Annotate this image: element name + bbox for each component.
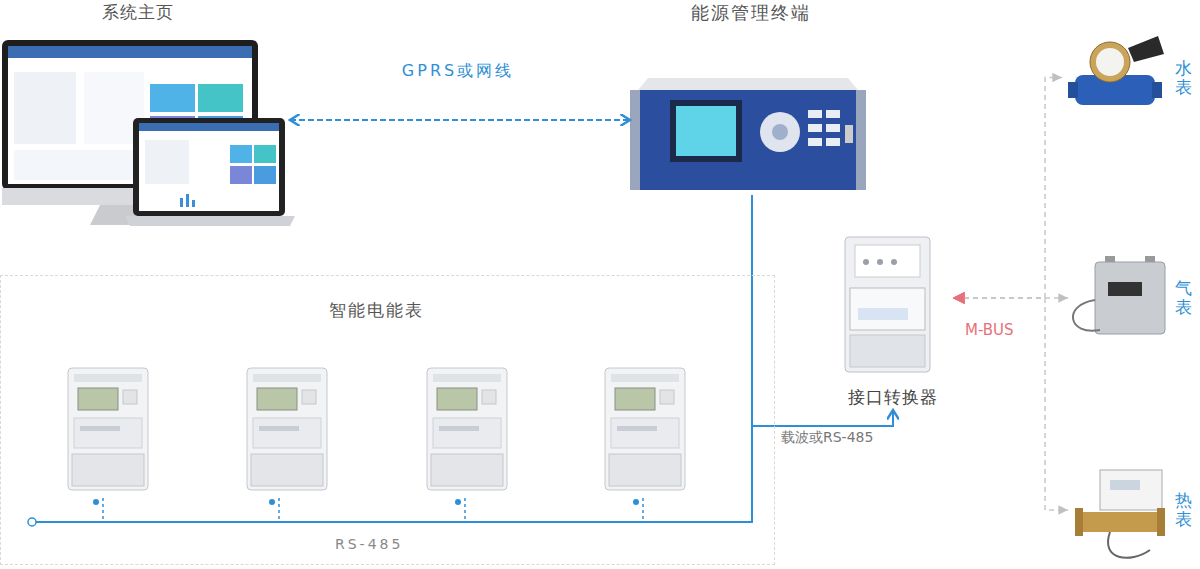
converter-node: 接口转换器 xyxy=(833,235,953,410)
device-flange xyxy=(856,90,866,190)
screen-calendar xyxy=(14,72,76,144)
heat-display xyxy=(1110,480,1140,490)
laptop-calendar xyxy=(145,140,189,184)
water-pipe-end xyxy=(1152,82,1162,98)
drop-wire xyxy=(642,498,644,521)
gas-cable xyxy=(1073,300,1100,331)
device-button xyxy=(826,124,840,132)
bus-wire xyxy=(36,275,752,522)
bus-label: RS-485 xyxy=(332,536,406,554)
laptop-bar xyxy=(186,194,189,207)
converter-panel xyxy=(855,245,920,277)
gas-meter xyxy=(1073,256,1165,334)
drop-wire xyxy=(278,498,280,521)
mbus-link xyxy=(955,298,1068,510)
meter-region: 智能电能表 xyxy=(0,275,775,565)
device-top xyxy=(638,78,858,90)
heat-cable xyxy=(1108,532,1150,558)
node-label: 能源管理终端 xyxy=(691,2,811,25)
electricity-meter xyxy=(247,368,327,490)
gas-window xyxy=(1108,282,1142,296)
device-flange xyxy=(630,90,640,190)
laptop-bezel xyxy=(133,118,285,216)
screen-tile xyxy=(150,84,195,112)
laptop-header xyxy=(139,123,279,131)
mbus-link xyxy=(955,78,1062,299)
device-port xyxy=(845,125,853,143)
converter-cover xyxy=(850,335,925,367)
heat-flange xyxy=(1157,508,1165,536)
converter-body xyxy=(845,237,930,372)
drop-wire xyxy=(464,498,466,521)
device-button xyxy=(808,110,822,118)
drop-dot xyxy=(269,499,275,505)
laptop-bar xyxy=(180,198,183,207)
water-dial xyxy=(1096,48,1124,76)
heat-meter-node: 热表 xyxy=(1068,462,1194,558)
network-link xyxy=(290,119,630,121)
converter-led xyxy=(863,259,869,265)
device-front xyxy=(638,90,858,190)
screen-tile xyxy=(198,84,243,112)
converter-sticker xyxy=(858,308,908,320)
electricity-meter xyxy=(68,368,148,490)
water-pipe-end xyxy=(1068,82,1078,98)
converter-device xyxy=(845,237,930,372)
device-bezel xyxy=(670,100,742,162)
gas-body xyxy=(1095,262,1165,334)
laptop-tile xyxy=(254,166,276,184)
electricity-meter xyxy=(427,368,507,490)
device-screen xyxy=(676,106,736,156)
laptop-bar xyxy=(192,200,195,207)
drop-dot xyxy=(633,499,639,505)
gas-meter-node: 气表 xyxy=(1068,253,1194,343)
water-meter xyxy=(1068,36,1164,105)
drop-dot xyxy=(455,499,461,505)
link-label: 载波或RS-485 xyxy=(778,429,876,447)
device-button xyxy=(826,138,840,146)
electricity-meter xyxy=(605,368,685,490)
vertical-label: 热表 xyxy=(1175,491,1192,528)
computer-node: 系统主页 xyxy=(0,0,290,228)
laptop-tile xyxy=(230,166,252,184)
converter-led xyxy=(877,259,883,265)
device-keypad xyxy=(760,112,800,152)
heat-flange xyxy=(1075,508,1083,536)
laptop-screen xyxy=(139,123,279,211)
device-button xyxy=(808,124,822,132)
water-dial-ring xyxy=(1090,42,1130,82)
bus-label: M-BUS xyxy=(962,321,1017,340)
vertical-label: 水表 xyxy=(1175,59,1192,96)
terminal-device xyxy=(630,78,866,190)
drop-wire xyxy=(102,498,104,521)
link-label: GPRS或网线 xyxy=(399,61,517,81)
drop-dot xyxy=(93,499,99,505)
laptop-base xyxy=(125,216,295,226)
heat-box xyxy=(1100,470,1162,510)
laptop-tile xyxy=(230,145,252,163)
converter-led xyxy=(891,259,897,265)
device-key xyxy=(772,124,788,140)
vertical-label: 气表 xyxy=(1175,279,1192,316)
laptop-tile xyxy=(254,145,276,163)
converter-nameplate xyxy=(850,288,925,330)
screen-header xyxy=(8,46,252,58)
water-meter-node: 水表 xyxy=(1062,35,1194,120)
node-label: 智能电能表 xyxy=(329,300,424,321)
node-label: 系统主页 xyxy=(102,2,174,23)
water-lid xyxy=(1128,36,1164,62)
device-button xyxy=(808,138,822,146)
bus-drops xyxy=(93,498,643,521)
laptop-computer xyxy=(125,118,295,226)
node-label: 接口转换器 xyxy=(848,387,938,408)
bus-end xyxy=(28,518,36,526)
device-button xyxy=(826,110,840,118)
heat-pipe xyxy=(1075,512,1165,532)
terminal-node: 能源管理终端 xyxy=(630,0,872,195)
heat-meter xyxy=(1075,470,1165,558)
